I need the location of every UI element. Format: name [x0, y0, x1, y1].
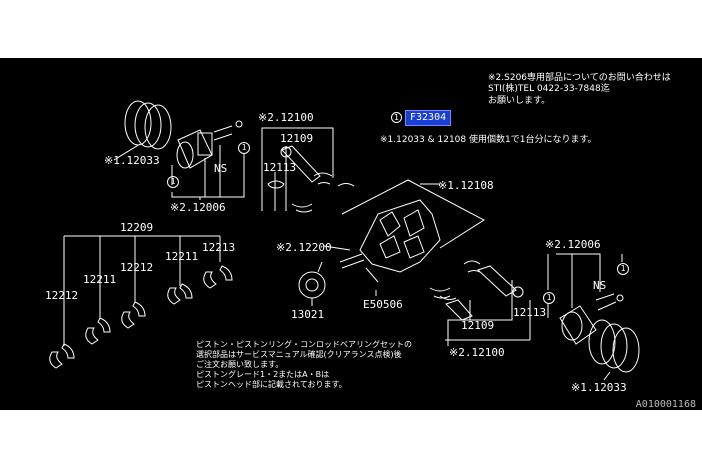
label-circle-tl-1: 1: [167, 176, 179, 188]
label-circle-r-2: 1: [617, 263, 629, 275]
label-bearing-12213[interactable]: 12213: [202, 241, 236, 254]
label-circle-r-1: 1: [543, 292, 555, 304]
label-bearing-12212a[interactable]: 12212: [45, 289, 79, 302]
label-bearing-12212b[interactable]: 12212: [120, 261, 154, 274]
connecting-rod-top: [267, 145, 355, 213]
bearing-group-bracket: [63, 235, 221, 346]
label-ring-right[interactable]: ※1.12033: [571, 381, 627, 394]
header-note-line2: STI(株)TEL 0422-33-7848迄: [488, 84, 610, 95]
piston-ring-set-left: [124, 100, 172, 150]
label-rod-top-12113[interactable]: 12113: [263, 161, 297, 174]
selection-note-line4: ピストングレード1・2またはA・Bは: [196, 370, 330, 379]
label-ns-right: NS: [593, 279, 607, 292]
selection-note-line2: 選択部品はサービスマニュアル確認(クリアランス点検)後: [196, 350, 402, 359]
label-pulley[interactable]: 13021: [291, 308, 325, 321]
reference-code-link[interactable]: F32304: [405, 109, 452, 126]
diagram-code: A010001168: [635, 399, 696, 410]
piston-ring-set-right: [588, 319, 640, 373]
label-circle-tl-2: 1: [238, 142, 250, 154]
label-rod-top-group[interactable]: ※2.12100: [258, 111, 314, 124]
connecting-rod-bottom: [429, 260, 524, 321]
header-note-line3: お願いします。: [488, 95, 551, 106]
reference-circle-number: 1: [391, 112, 402, 123]
label-bearing-12211b[interactable]: 12211: [165, 250, 199, 263]
selection-note: ピストン・ピストンリング・コンロッドベアリングセットの 選択部品はサービスマニュ…: [196, 340, 412, 390]
bearing-shells: [49, 265, 233, 369]
label-piston-right[interactable]: ※2.12006: [545, 238, 601, 251]
crank-bolt: [365, 267, 379, 296]
label-bearing-group[interactable]: 12209: [120, 221, 154, 234]
label-piston-left[interactable]: ※2.12006: [170, 201, 226, 214]
reference-badge[interactable]: 1 F32304: [391, 109, 452, 126]
crankshaft: [339, 199, 441, 273]
label-bearing-12211a[interactable]: 12211: [83, 273, 117, 286]
header-notes: ※2.S206専用部品についてのお問い合わせは STI(株)TEL 0422-3…: [488, 73, 671, 107]
selection-note-line1: ピストン・ピストンリング・コンロッドベアリングセットの: [196, 340, 412, 349]
selection-note-line3: ご注文お願い致します。: [196, 360, 284, 369]
label-rod-bottom-group[interactable]: ※2.12100: [449, 346, 505, 359]
usage-note: ※1.12033 & 12108 使用個数1で1台分になります。: [380, 135, 597, 145]
piston-left: [176, 120, 243, 169]
piston-right: [559, 293, 624, 345]
header-note-line1: ※2.S206専用部品についてのお問い合わせは: [488, 73, 671, 83]
label-crank-bearing[interactable]: ※1.12108: [438, 179, 494, 192]
label-rod-bottom-12109[interactable]: 12109: [461, 319, 495, 332]
label-rod-bottom-12113[interactable]: 12113: [513, 306, 547, 319]
label-rod-top-12109[interactable]: 12109: [280, 132, 314, 145]
crank-pulley: [298, 271, 326, 306]
selection-note-line5: ピストンヘッド部に記載されております。: [196, 380, 347, 389]
parts-diagram: [0, 58, 702, 410]
label-ring-left[interactable]: ※1.12033: [104, 154, 160, 167]
label-bolt[interactable]: E50506: [363, 298, 403, 311]
label-crankshaft[interactable]: ※2.12200: [276, 241, 332, 254]
label-ns-left: NS: [214, 162, 228, 175]
